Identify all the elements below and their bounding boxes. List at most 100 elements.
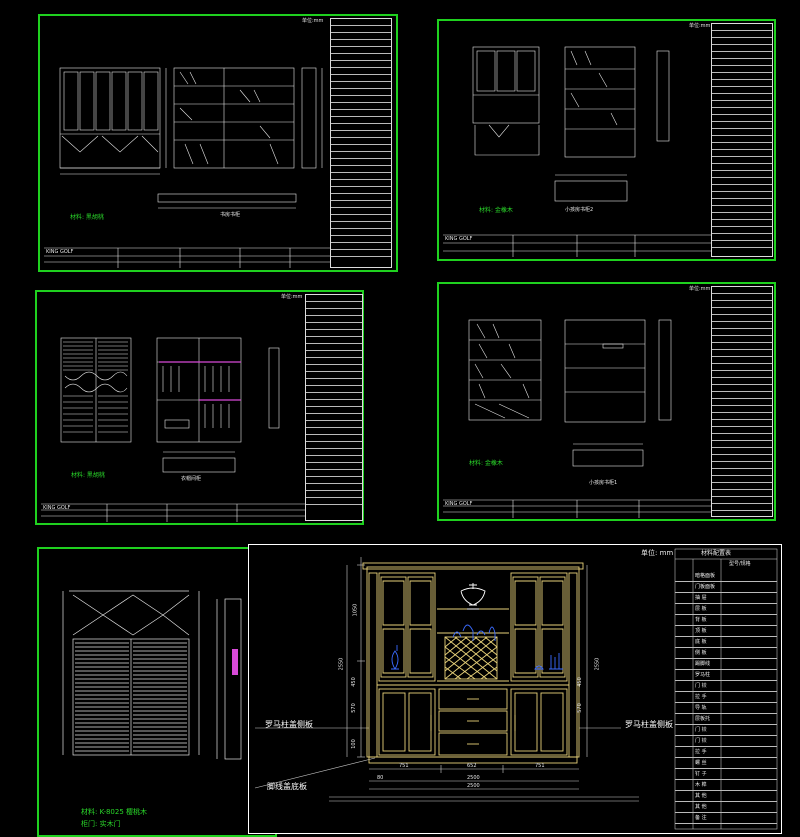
material-table	[711, 286, 773, 517]
table-row	[331, 103, 391, 110]
bookcase-elevation-drawing	[44, 67, 330, 268]
table-row	[712, 378, 772, 385]
table-row	[712, 206, 772, 213]
label-left-roman-column: 罗马柱盖侧板	[265, 720, 313, 729]
drawing-caption: 衣帽间柜	[181, 476, 202, 482]
table-row	[306, 393, 362, 400]
table-row	[712, 80, 772, 87]
table-row	[712, 73, 772, 80]
drawing-sheet-shutter-cabinet[interactable]: 材料: K-8025 樱桃木 柜门: 实木门	[37, 547, 277, 837]
table-row	[712, 294, 772, 301]
table-row	[712, 462, 772, 469]
dim-left-c: 100	[350, 739, 357, 749]
table-row	[331, 75, 391, 82]
dim-width-inner: 2500	[467, 775, 480, 781]
table-row: 导 轨	[675, 703, 777, 714]
table-row	[306, 414, 362, 421]
table-row: 备 注	[675, 813, 777, 824]
table-row	[712, 38, 772, 45]
table-row	[712, 52, 772, 59]
table-row	[306, 309, 362, 316]
label-right-roman-column: 罗马柱盖侧板	[625, 720, 673, 729]
table-row	[306, 351, 362, 358]
table-row	[331, 89, 391, 96]
unit-label: 单位:mm	[689, 23, 711, 29]
table-row	[331, 236, 391, 243]
table-row	[306, 379, 362, 386]
table-row	[306, 428, 362, 435]
table-row: 螺 丝	[675, 758, 777, 769]
table-row	[306, 386, 362, 393]
table-row	[712, 322, 772, 329]
table-row	[712, 441, 772, 448]
wardrobe-drawing	[41, 337, 305, 522]
table-row	[712, 504, 772, 511]
table-row	[712, 24, 772, 31]
dim-width-total: 2500	[467, 783, 480, 789]
material-table	[330, 18, 392, 268]
table-row	[331, 117, 391, 124]
table-row	[712, 357, 772, 364]
table-row	[712, 399, 772, 406]
table-row	[331, 180, 391, 187]
table-row: 侧 板	[675, 648, 777, 659]
dim-skirting-height: 80	[377, 775, 384, 781]
table-row	[331, 47, 391, 54]
table-row	[712, 157, 772, 164]
table-row	[712, 483, 772, 490]
table-row	[712, 234, 772, 241]
table-row	[331, 243, 391, 250]
material-note: 材料: 金橡木	[479, 207, 513, 214]
table-row	[331, 68, 391, 75]
dim-upper-height: 1050	[352, 603, 359, 617]
table-row	[712, 371, 772, 378]
table-row: 其 他	[675, 791, 777, 802]
shutter-cabinet-drawing	[62, 590, 242, 760]
table-row	[306, 498, 362, 505]
table-row	[306, 302, 362, 309]
table-row	[306, 372, 362, 379]
table-row	[712, 385, 772, 392]
table-row	[712, 448, 772, 455]
table-row: 暗格面板	[675, 571, 777, 582]
material-table-rows: 暗格面板门板面板抽 屉层 板背 板顶 板底 板侧 板踢脚线罗马柱门 铰拉 手导 …	[675, 571, 777, 824]
door-note: 柜门: 实木门	[81, 820, 121, 828]
table-row	[331, 54, 391, 61]
unit-label: 单位:mm	[302, 18, 324, 24]
table-row	[331, 194, 391, 201]
table-row	[712, 164, 772, 171]
table-row	[712, 406, 772, 413]
table-row	[306, 337, 362, 344]
table-row	[712, 392, 772, 399]
drawing-sheet-study-bookcase[interactable]: 单位:mm 书房书柜 材料: 黑胡桃 KING GOLF	[38, 14, 398, 272]
table-row	[712, 45, 772, 52]
table-row	[712, 427, 772, 434]
table-row	[712, 87, 772, 94]
drawing-sheet-kids-bookcase-2[interactable]: 单位:mm 小孩房书柜2 材料: 金橡木 KING GOLF	[437, 19, 776, 261]
drawing-caption: 书房书柜	[220, 212, 241, 218]
table-row	[712, 420, 772, 427]
table-row: 拉 手	[675, 692, 777, 703]
table-row: 底 板	[675, 637, 777, 648]
table-row: 罗马柱	[675, 670, 777, 681]
table-row	[331, 152, 391, 159]
drawing-sheet-wine-cabinet-main[interactable]: 单位: mm 材料配置表 型号/规格 罗马柱盖侧板 罗马柱盖侧板 脚线盖底板 1…	[248, 544, 782, 834]
drawing-sheet-kids-bookcase-1[interactable]: 单位:mm 小孩房书柜1 材料: 金橡木 KING GOLF	[437, 282, 776, 521]
drawing-caption: 小孩房书柜2	[565, 207, 594, 213]
table-row	[306, 470, 362, 477]
table-row	[712, 301, 772, 308]
dim-segment-right: 751	[535, 763, 545, 769]
brand-label: KING GOLF	[445, 236, 473, 242]
table-row	[712, 59, 772, 66]
drawing-sheet-wardrobe[interactable]: 单位:mm 衣帽间柜 材料: 黑胡桃 KING GOLF	[35, 290, 364, 525]
table-title: 材料配置表	[701, 550, 732, 557]
table-row: 钉 子	[675, 769, 777, 780]
table-row: 门 铰	[675, 725, 777, 736]
table-row: 门板面板	[675, 582, 777, 593]
table-row	[331, 82, 391, 89]
table-row	[712, 329, 772, 336]
table-row	[712, 343, 772, 350]
wine-cabinet-elevation	[254, 548, 778, 830]
dim-left-b: 570	[350, 703, 357, 713]
unit-label: 单位:mm	[281, 294, 303, 300]
